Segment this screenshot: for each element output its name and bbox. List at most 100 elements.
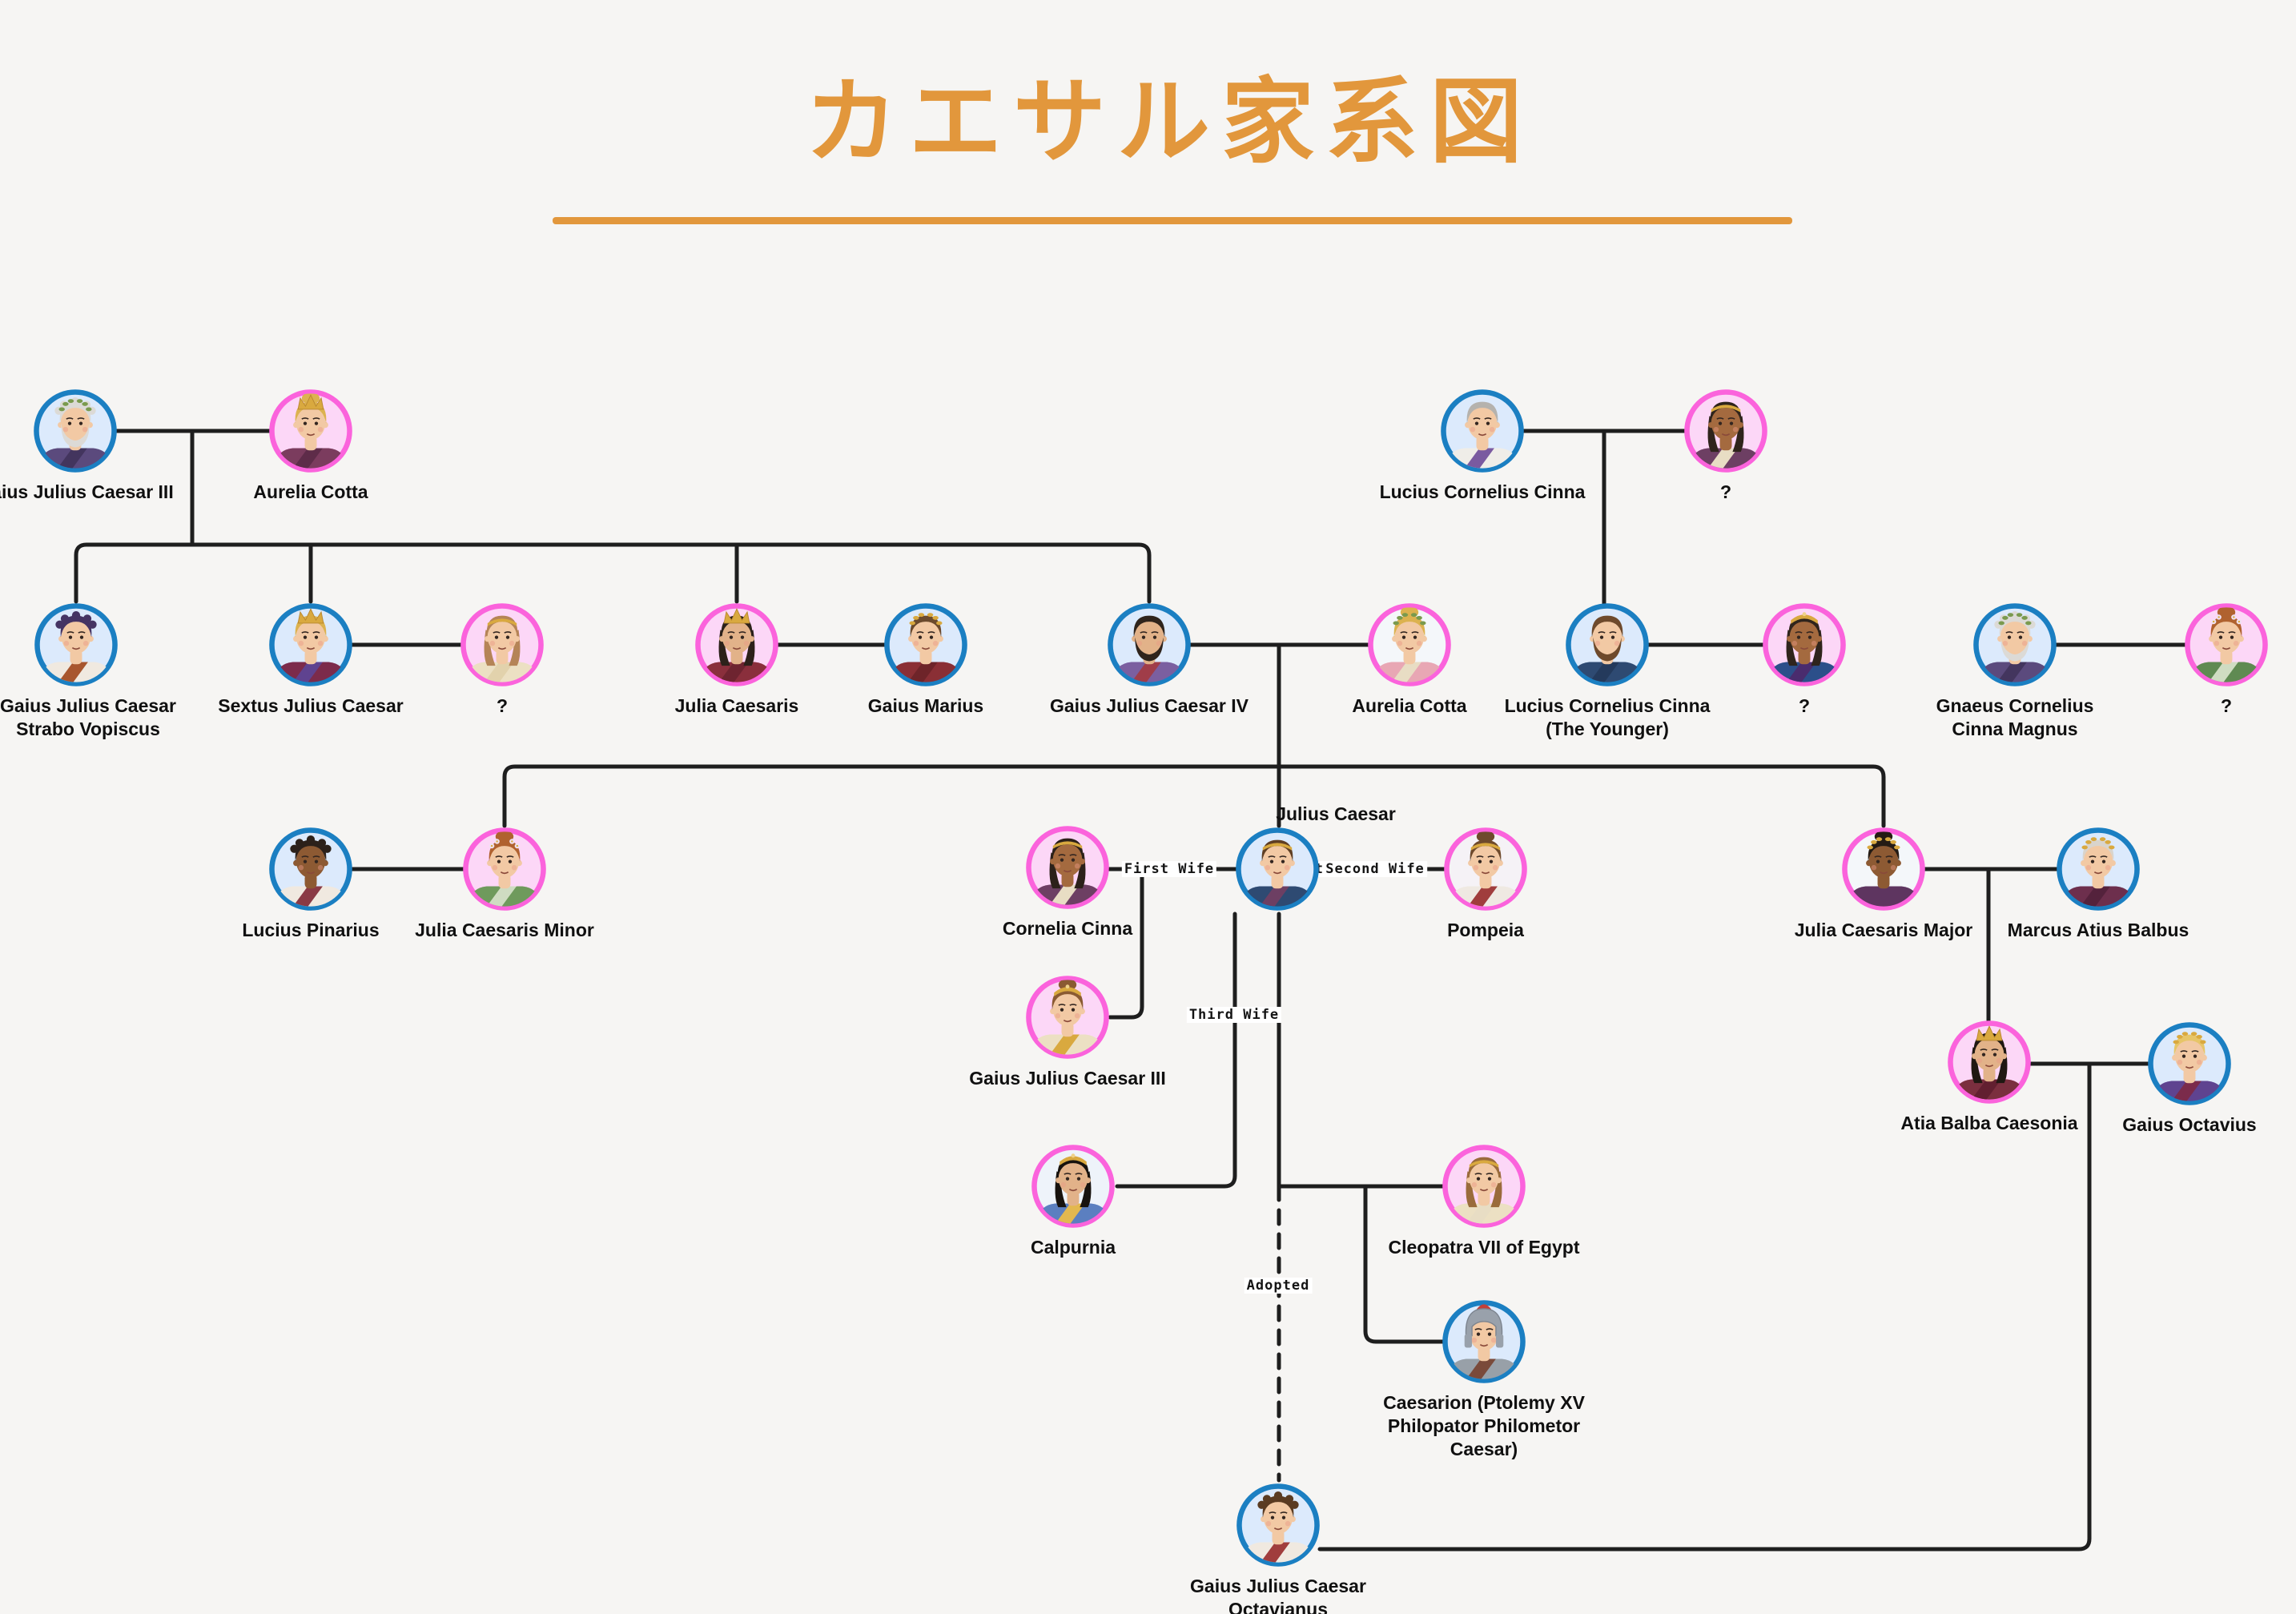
- person-node-sextus-wife: [457, 600, 547, 690]
- avatar-sextus-wife-icon: [460, 603, 544, 686]
- person-node-aurelia-cotta-top: [266, 386, 356, 476]
- person-name-gaius-octavius: Gaius Octavius: [2029, 1113, 2296, 1137]
- person-name-line: Gaius Julius Caesar III: [0, 481, 174, 502]
- title-underline: [553, 217, 1792, 224]
- person-node-julia-caesaris: [692, 600, 782, 690]
- avatar-cleopatra-icon: [1442, 1145, 1526, 1228]
- person-name-line: Gaius Julius Caesar III: [969, 1068, 1166, 1089]
- edge-bus-gen2: [502, 764, 1886, 828]
- avatar-gjc3-daughter-icon: [1026, 976, 1109, 1059]
- person-name-gjc3-top: Gaius Julius Caesar III: [0, 481, 235, 504]
- person-node-julius-caesar: [1232, 824, 1322, 914]
- avatar-lucius-pinarius-icon: [269, 827, 352, 911]
- person-node-pompeia: [1441, 824, 1530, 914]
- person-name-line: Cinna Magnus: [1952, 718, 2078, 739]
- person-node-gjc3-daughter: [1023, 972, 1112, 1062]
- avatar-aurelia-cotta-2-icon: [1368, 603, 1451, 686]
- edge-octavianus-parents: [1317, 1061, 2092, 1552]
- person-name-sextus: Sextus Julius Caesar: [151, 694, 471, 718]
- person-node-gnaeus-wife: [2181, 600, 2271, 690]
- person-node-strabo: [31, 600, 121, 690]
- person-name-line: Gnaeus Cornelius: [1936, 695, 2094, 716]
- person-node-julia-major: [1839, 824, 1928, 914]
- person-node-calpurnia: [1028, 1141, 1118, 1231]
- person-name-line: Lucius Cornelius Cinna: [1379, 481, 1586, 502]
- avatar-strabo-icon: [34, 603, 118, 686]
- person-node-caesarion: [1439, 1297, 1529, 1387]
- person-node-cleopatra: [1439, 1141, 1529, 1231]
- person-node-gaius-octavius: [2145, 1019, 2234, 1109]
- adopted-label: Adopted: [1244, 1278, 1313, 1294]
- person-name-gaius-marius: Gaius Marius: [766, 694, 1086, 718]
- avatar-gaius-octavius-icon: [2148, 1022, 2231, 1105]
- person-name-julia-major: Julia Caesaris Major: [1723, 919, 2044, 942]
- avatar-sextus-icon: [269, 603, 352, 686]
- person-name-gjc4: Gaius Julius Caesar IV: [989, 694, 1309, 718]
- avatar-cinna-top-wife-icon: [1684, 389, 1767, 473]
- person-name-line: Calpurnia: [1030, 1237, 1116, 1258]
- person-name-line: Gaius Julius Caesar: [0, 695, 176, 716]
- person-name-line: ?: [496, 695, 509, 716]
- person-name-line: Cornelia Cinna: [1002, 918, 1133, 939]
- person-name-julius-caesar: Julius Caesar: [1176, 803, 1496, 826]
- person-node-gjc4: [1104, 600, 1194, 690]
- person-name-cinna-younger-wife: ?: [1644, 694, 1964, 718]
- person-name-line: Julius Caesar: [1276, 803, 1396, 824]
- person-node-balbus: [2053, 824, 2143, 914]
- avatar-caesarion-icon: [1442, 1300, 1526, 1383]
- person-name-line: Lucius Pinarius: [242, 920, 380, 940]
- edge-drop-cornelia-daughter: [1108, 867, 1144, 1020]
- person-name-line: Strabo Vopiscus: [16, 718, 160, 739]
- person-name-calpurnia: Calpurnia: [913, 1236, 1233, 1259]
- avatar-gjc4-icon: [1108, 603, 1191, 686]
- person-node-gjc3-top: [30, 386, 120, 476]
- avatar-aurelia-cotta-top-icon: [269, 389, 352, 473]
- avatar-cornelia-cinna-icon: [1026, 826, 1109, 909]
- person-name-line: Cleopatra VII of Egypt: [1388, 1237, 1580, 1258]
- person-name-gnaeus-wife: ?: [2066, 694, 2296, 718]
- third-wife-label: Third Wife: [1186, 1007, 1282, 1023]
- person-name-cinna-top: Lucius Cornelius Cinna: [1322, 481, 1643, 504]
- person-name-julia-minor: Julia Caesaris Minor: [344, 919, 665, 942]
- person-node-cinna-younger: [1562, 600, 1652, 690]
- person-node-cornelia-cinna: [1023, 823, 1112, 912]
- avatar-calpurnia-icon: [1031, 1145, 1115, 1228]
- person-name-line: Gaius Octavius: [2122, 1114, 2257, 1135]
- person-node-julia-minor: [460, 824, 549, 914]
- person-name-line: Gaius Julius Caesar IV: [1049, 695, 1249, 716]
- person-node-sextus: [266, 600, 356, 690]
- person-name-lucius-pinarius: Lucius Pinarius: [151, 919, 471, 942]
- person-name-aurelia-cotta-2: Aurelia Cotta: [1249, 694, 1570, 718]
- avatar-pompeia-icon: [1444, 827, 1527, 911]
- person-name-line: Atia Balba Caesonia: [1900, 1113, 2078, 1133]
- avatar-cinna-younger-icon: [1566, 603, 1649, 686]
- person-name-line: ?: [1798, 695, 1811, 716]
- avatar-atia-icon: [1948, 1020, 2031, 1104]
- person-name-line: ?: [1719, 481, 1732, 502]
- person-node-cinna-top-wife: [1681, 386, 1771, 476]
- person-name-line: Pompeia: [1447, 920, 1524, 940]
- person-name-cinna-younger: Lucius Cornelius Cinna(The Younger): [1447, 694, 1767, 741]
- person-name-julia-caesaris: Julia Caesaris: [577, 694, 897, 718]
- person-node-gaius-marius: [881, 600, 971, 690]
- person-name-line: ?: [2220, 695, 2233, 716]
- avatar-octavianus-icon: [1236, 1483, 1320, 1567]
- avatar-gjc3-top-icon: [34, 389, 117, 473]
- avatar-julius-caesar-icon: [1236, 827, 1319, 911]
- person-name-line: Julia Caesaris Minor: [415, 920, 594, 940]
- person-name-line: Caesarion (Ptolemy XV: [1383, 1392, 1585, 1413]
- avatar-gnaeus-wife-icon: [2185, 603, 2268, 686]
- person-node-gnaeus: [1970, 600, 2060, 690]
- person-name-line: Julia Caesaris: [674, 695, 799, 716]
- person-node-atia: [1944, 1017, 2034, 1107]
- person-node-cinna-top: [1438, 386, 1527, 476]
- person-name-cinna-top-wife: ?: [1566, 481, 1886, 504]
- person-name-line: Octavianus: [1228, 1599, 1328, 1614]
- person-name-sextus-wife: ?: [342, 694, 662, 718]
- person-name-line: Sextus Julius Caesar: [218, 695, 404, 716]
- page-title: カエサル家系図: [805, 67, 1534, 176]
- person-name-line: Aurelia Cotta: [253, 481, 368, 502]
